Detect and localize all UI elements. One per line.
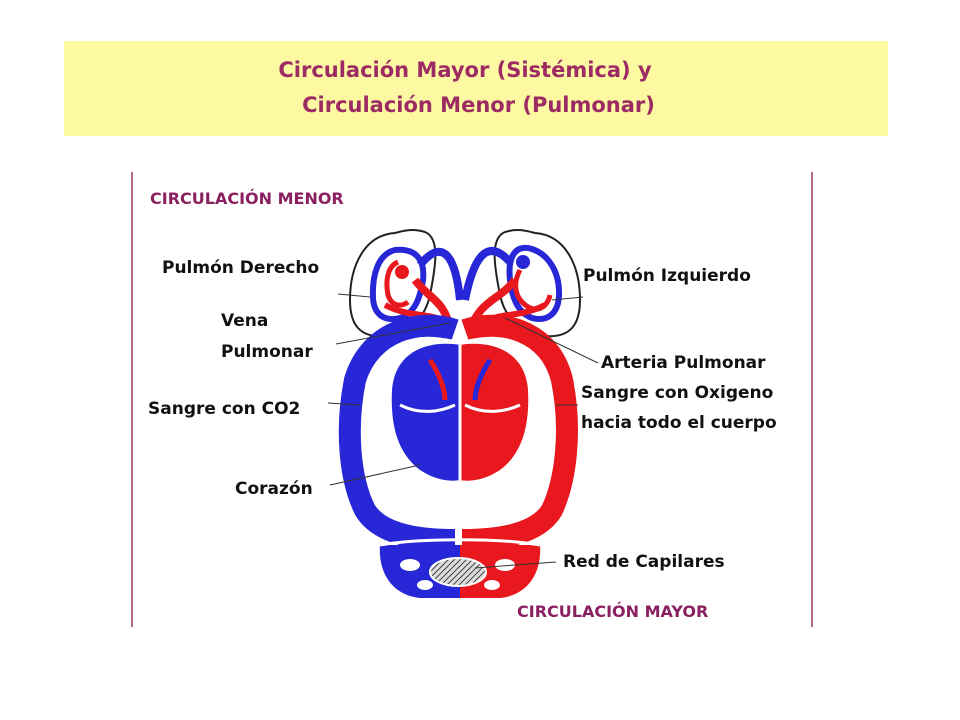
systemic-loop (338, 314, 578, 551)
label-pulmon-izquierdo: Pulmón Izquierdo (583, 266, 751, 286)
label-sangre-oxigeno-line2: hacia todo el cuerpo (581, 413, 777, 433)
label-sangre-co2: Sangre con CO2 (148, 399, 300, 419)
heart (391, 343, 529, 481)
label-vena-line2: Pulmonar (221, 342, 313, 362)
label-corazon: Corazón (235, 479, 313, 499)
title-banner: Circulación Mayor (Sistémica) y Circulac… (64, 41, 888, 136)
title-line-2: Circulación Menor (Pulmonar) (302, 93, 655, 117)
label-vena-line1: Vena (221, 311, 268, 331)
label-arteria-pulmonar: Arteria Pulmonar (601, 353, 766, 373)
label-sangre-oxigeno-line1: Sangre con Oxigeno (581, 383, 773, 403)
right-lung (348, 229, 437, 338)
leader-lines (327, 293, 599, 569)
diagram-frame (131, 172, 813, 627)
label-red-capilares: Red de Capilares (563, 552, 725, 572)
capillary-region (379, 538, 541, 598)
section-circulacion-menor: CIRCULACIÓN MENOR (150, 189, 344, 208)
label-pulmon-derecho: Pulmón Derecho (162, 258, 319, 278)
section-circulacion-mayor: CIRCULACIÓN MAYOR (517, 602, 708, 621)
title-line-1: Circulación Mayor (Sistémica) y (278, 58, 652, 82)
